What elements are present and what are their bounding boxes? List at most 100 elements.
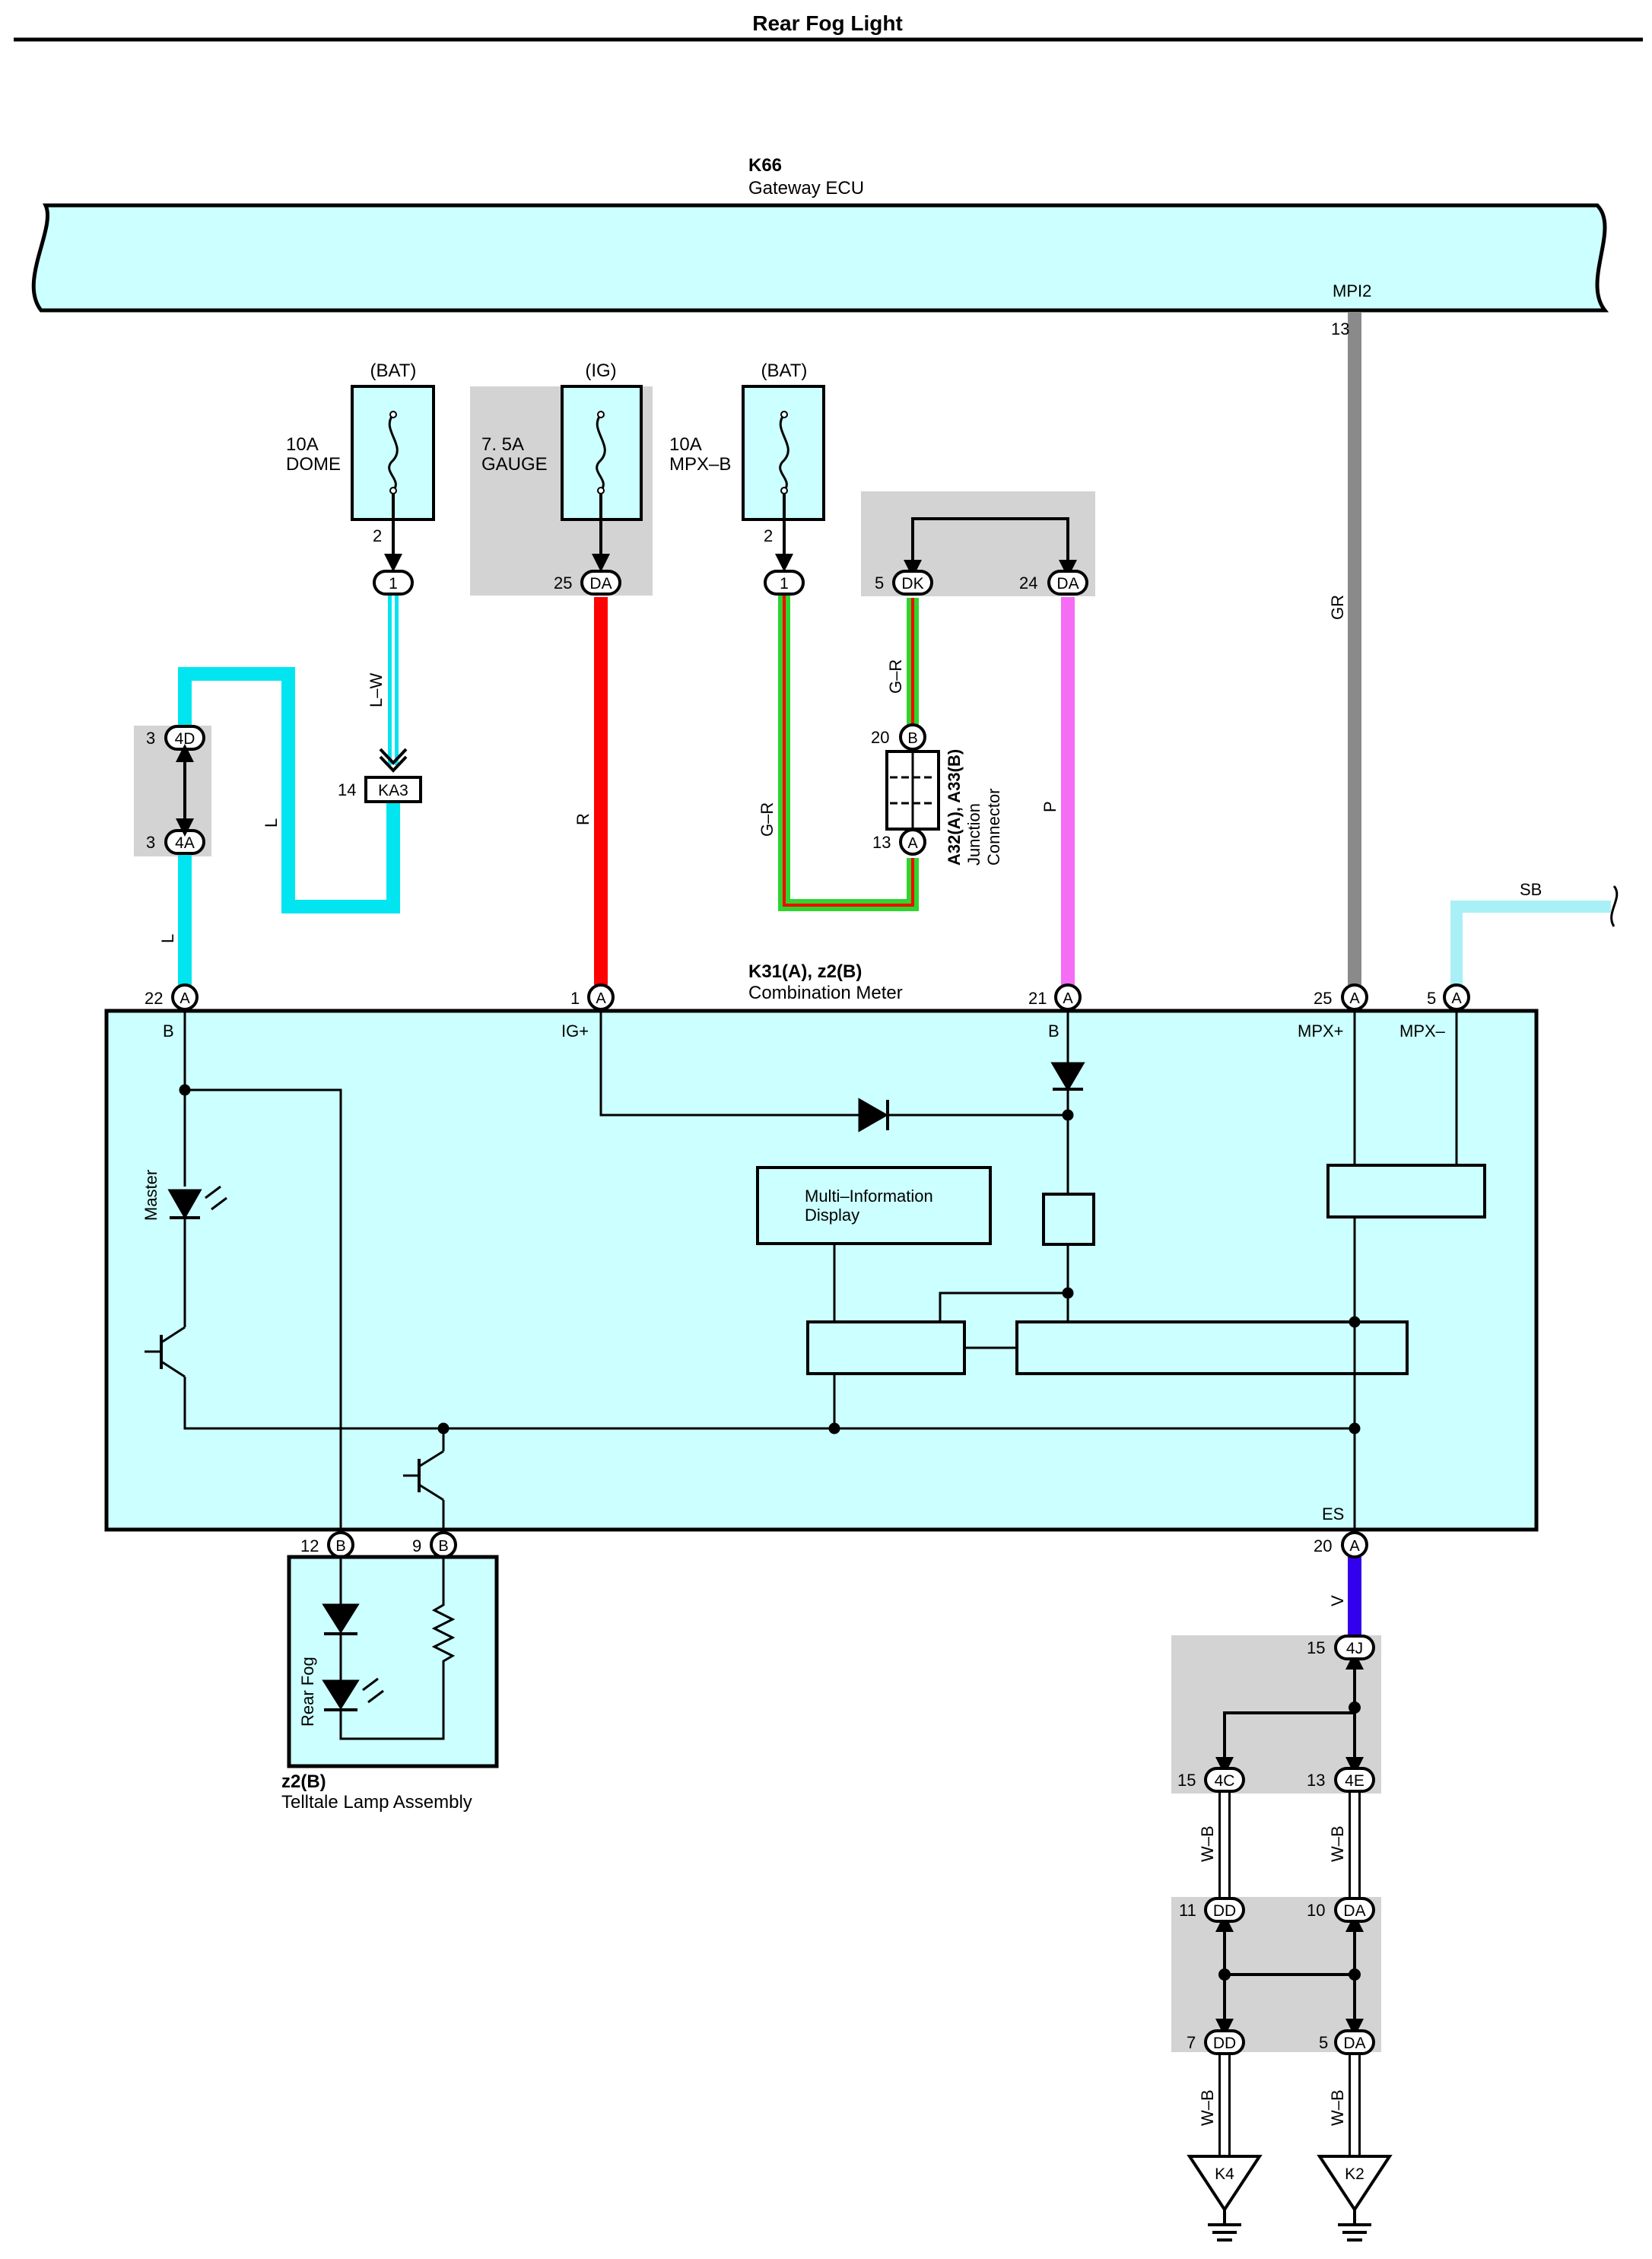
ground-k2-label: K2 xyxy=(1345,2165,1364,2183)
gateway-pin-no: 13 xyxy=(1331,319,1349,338)
ground-symbol-k4 xyxy=(1187,2155,1263,2242)
jc-code: A32(A), A33(B) xyxy=(945,749,964,866)
telltale-code: z2(B) xyxy=(281,1771,326,1792)
jc-a-label: A xyxy=(907,835,918,852)
wire-label-wb3: W–B xyxy=(1198,2089,1217,2126)
ground-junction-pills xyxy=(1204,1635,1375,2055)
fuse-gauge xyxy=(561,385,643,572)
wire-l-loop xyxy=(178,667,400,913)
g-da10-label: DA xyxy=(1343,1902,1365,1920)
wire-label-lw: L–W xyxy=(367,673,386,707)
conn-ka3-label: KA3 xyxy=(378,782,408,799)
g-dd7-pin: 7 xyxy=(1187,2033,1196,2052)
fuse-dome-name: DOME xyxy=(286,454,341,475)
fuse-gauge-rating: 7. 5A xyxy=(481,434,524,455)
conn-4a-pin: 3 xyxy=(146,833,155,852)
telltale-pin-12: 12 xyxy=(300,1536,319,1555)
wire-label-gr2: G–R xyxy=(886,659,905,694)
wire-label-l1: L xyxy=(262,818,281,828)
meter-term-es: ES xyxy=(1322,1504,1344,1523)
telltale-pin-12-conn: B xyxy=(335,1538,345,1555)
g-dd11-pin: 11 xyxy=(1179,1901,1196,1920)
g-da10-pin: 10 xyxy=(1307,1901,1325,1920)
meter-pin-21: 21 xyxy=(1028,989,1047,1008)
fuse-mpxb xyxy=(742,385,825,572)
telltale-pin-9: 9 xyxy=(412,1536,421,1555)
ground-symbol-k2 xyxy=(1317,2155,1393,2242)
conn-gauge-da-pin: 25 xyxy=(554,573,572,593)
page-title: Rear Fog Light xyxy=(752,11,903,35)
g-4c-pin: 15 xyxy=(1177,1771,1196,1790)
conn-jc-da-pin: 24 xyxy=(1019,573,1037,593)
conn-4d-label: 4D xyxy=(175,730,195,748)
jc-b-pin: 20 xyxy=(871,728,889,747)
conn-dome-1-pin: 2 xyxy=(373,526,382,545)
meter-pin-25-conn: A xyxy=(1349,990,1360,1007)
fuse-gauge-source: (IG) xyxy=(585,361,616,381)
meter-pin-5: 5 xyxy=(1427,989,1436,1008)
wire-label-wb1: W–B xyxy=(1198,1825,1217,1862)
meter-pins xyxy=(171,983,1470,1558)
conn-4a-label: 4A xyxy=(175,834,195,852)
meter-pin-20-conn: A xyxy=(1349,1538,1360,1555)
wb-wires xyxy=(1218,1791,1361,2156)
gateway-ecu-box xyxy=(31,203,1609,313)
g-4e-label: 4E xyxy=(1345,1772,1364,1790)
meter-pin-22-conn: A xyxy=(179,990,190,1007)
meter-pin-1: 1 xyxy=(570,989,580,1008)
g-dd7-label: DD xyxy=(1213,2035,1236,2052)
wire-label-v: V xyxy=(1328,1595,1347,1606)
master-label: Master xyxy=(141,1170,160,1221)
meter-pin-22: 22 xyxy=(145,989,163,1008)
conn-dome-1 xyxy=(373,570,414,596)
conn-ka3-pin: 14 xyxy=(338,780,356,799)
telltale-pins xyxy=(327,1531,457,1558)
meter-term-b2: B xyxy=(1048,1021,1060,1041)
mid-line1: Multi–Information xyxy=(805,1187,933,1206)
fuse-gauge-name: GAUGE xyxy=(481,454,548,475)
meter-pin-20: 20 xyxy=(1314,1536,1332,1555)
fuse-dome-rating: 10A xyxy=(286,434,319,455)
g-dd11-label: DD xyxy=(1213,1902,1236,1920)
rear-fog-label: Rear Fog xyxy=(298,1657,317,1727)
telltale-name: Telltale Lamp Assembly xyxy=(281,1792,472,1813)
meter-term-mpxp: MPX+ xyxy=(1298,1021,1344,1041)
meter-internal-circuit xyxy=(145,1011,1486,1530)
wire-label-sb: SB xyxy=(1520,880,1542,899)
meter-term-mpxm: MPX– xyxy=(1399,1021,1446,1041)
wire-label-r: R xyxy=(573,813,592,825)
meter-pin-21-conn: A xyxy=(1063,990,1073,1007)
jc-b-label: B xyxy=(907,730,917,747)
meter-pin-1-conn: A xyxy=(596,990,606,1007)
meter-pin-25: 25 xyxy=(1314,989,1332,1008)
conn-4d-4a xyxy=(164,725,205,855)
conn-4d-pin: 3 xyxy=(146,729,155,748)
conn-ka3 xyxy=(364,748,422,803)
wire-gr-striped-b xyxy=(783,596,914,907)
wire-label-gr: GR xyxy=(1328,595,1347,620)
conn-gauge-da-label: DA xyxy=(589,575,612,593)
fuse-mpxb-name: MPX–B xyxy=(669,454,731,475)
wire-label-gr1: G–R xyxy=(758,802,777,837)
gateway-name: Gateway ECU xyxy=(748,178,864,199)
ground-k4-label: K4 xyxy=(1215,2165,1234,2183)
gateway-code: K66 xyxy=(748,155,782,176)
fuse-dome xyxy=(351,385,435,572)
combination-meter-box xyxy=(104,1009,1539,1532)
telltale-pin-9-conn: B xyxy=(438,1538,448,1555)
meter-term-b1: B xyxy=(163,1021,174,1041)
wire-label-wb4: W–B xyxy=(1328,2089,1347,2126)
conn-mpxb-1-label: 1 xyxy=(780,575,789,593)
g-4e-pin: 13 xyxy=(1307,1771,1325,1790)
ground-junction-links xyxy=(1215,1651,1364,2037)
conn-dome-1-label: 1 xyxy=(389,575,398,593)
conn-jc-da xyxy=(1047,570,1088,596)
conn-mpxb-1 xyxy=(764,570,805,596)
jc-line2: Connector xyxy=(984,788,1003,866)
conn-jc-dk-label: DK xyxy=(901,575,923,593)
conn-gauge-da xyxy=(580,570,621,596)
junction-connector xyxy=(885,723,940,856)
fuse-mpxb-source: (BAT) xyxy=(761,361,808,381)
jc-a-pin: 13 xyxy=(872,833,891,852)
